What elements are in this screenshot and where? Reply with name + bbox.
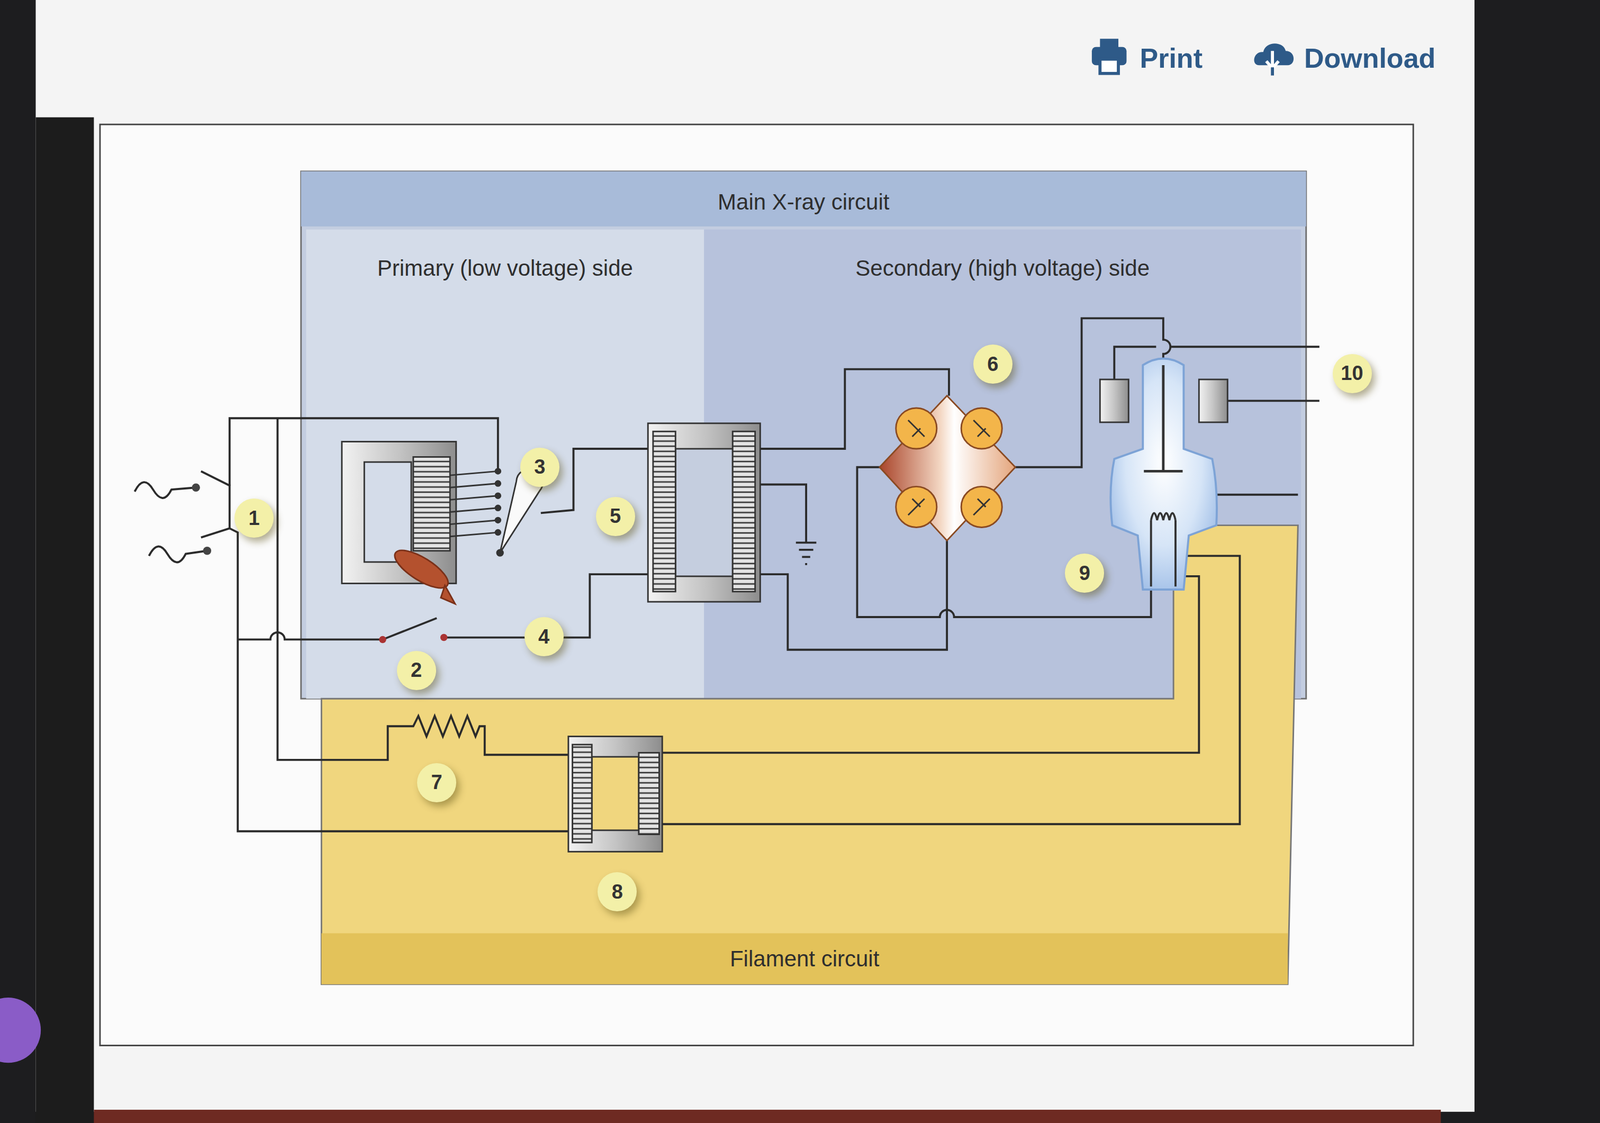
callout-number: 4 bbox=[524, 617, 564, 657]
toolbar-icons bbox=[1091, 38, 1294, 76]
region-heading: Primary (low voltage) side bbox=[305, 255, 704, 282]
callout-number: 1 bbox=[234, 498, 274, 538]
callout-number: 7 bbox=[417, 763, 457, 803]
callout-number: 2 bbox=[396, 651, 437, 691]
xray-tube bbox=[1099, 358, 1228, 590]
circuit-region: Main X-ray circuitPrimary (low voltage) … bbox=[301, 171, 1307, 700]
autotransformer bbox=[341, 441, 544, 604]
circuit-regions bbox=[301, 171, 1307, 985]
callout-number: 6 bbox=[973, 344, 1013, 384]
filament-transformer bbox=[568, 736, 663, 853]
callout-number: 10 bbox=[1332, 354, 1372, 394]
circuit-wires bbox=[134, 318, 1319, 831]
region-heading: Main X-ray circuit bbox=[301, 189, 1307, 215]
region-heading: Secondary (high voltage) side bbox=[703, 255, 1301, 282]
circuit-region: Filament circuit bbox=[321, 699, 1288, 985]
region-heading: Filament circuit bbox=[321, 946, 1288, 972]
high-voltage-transformer bbox=[647, 423, 761, 602]
toolbar-button-label: Download bbox=[1304, 42, 1436, 75]
rectifier-bridge bbox=[879, 395, 1016, 541]
callout-number: 5 bbox=[595, 496, 636, 537]
toolbar-button-label: Print bbox=[1140, 42, 1203, 75]
callout-number: 3 bbox=[520, 447, 560, 487]
callout-number: 8 bbox=[597, 872, 637, 912]
circuit-region: Primary (low voltage) side bbox=[305, 229, 704, 700]
circuit-region: Secondary (high voltage) side bbox=[703, 229, 1301, 700]
